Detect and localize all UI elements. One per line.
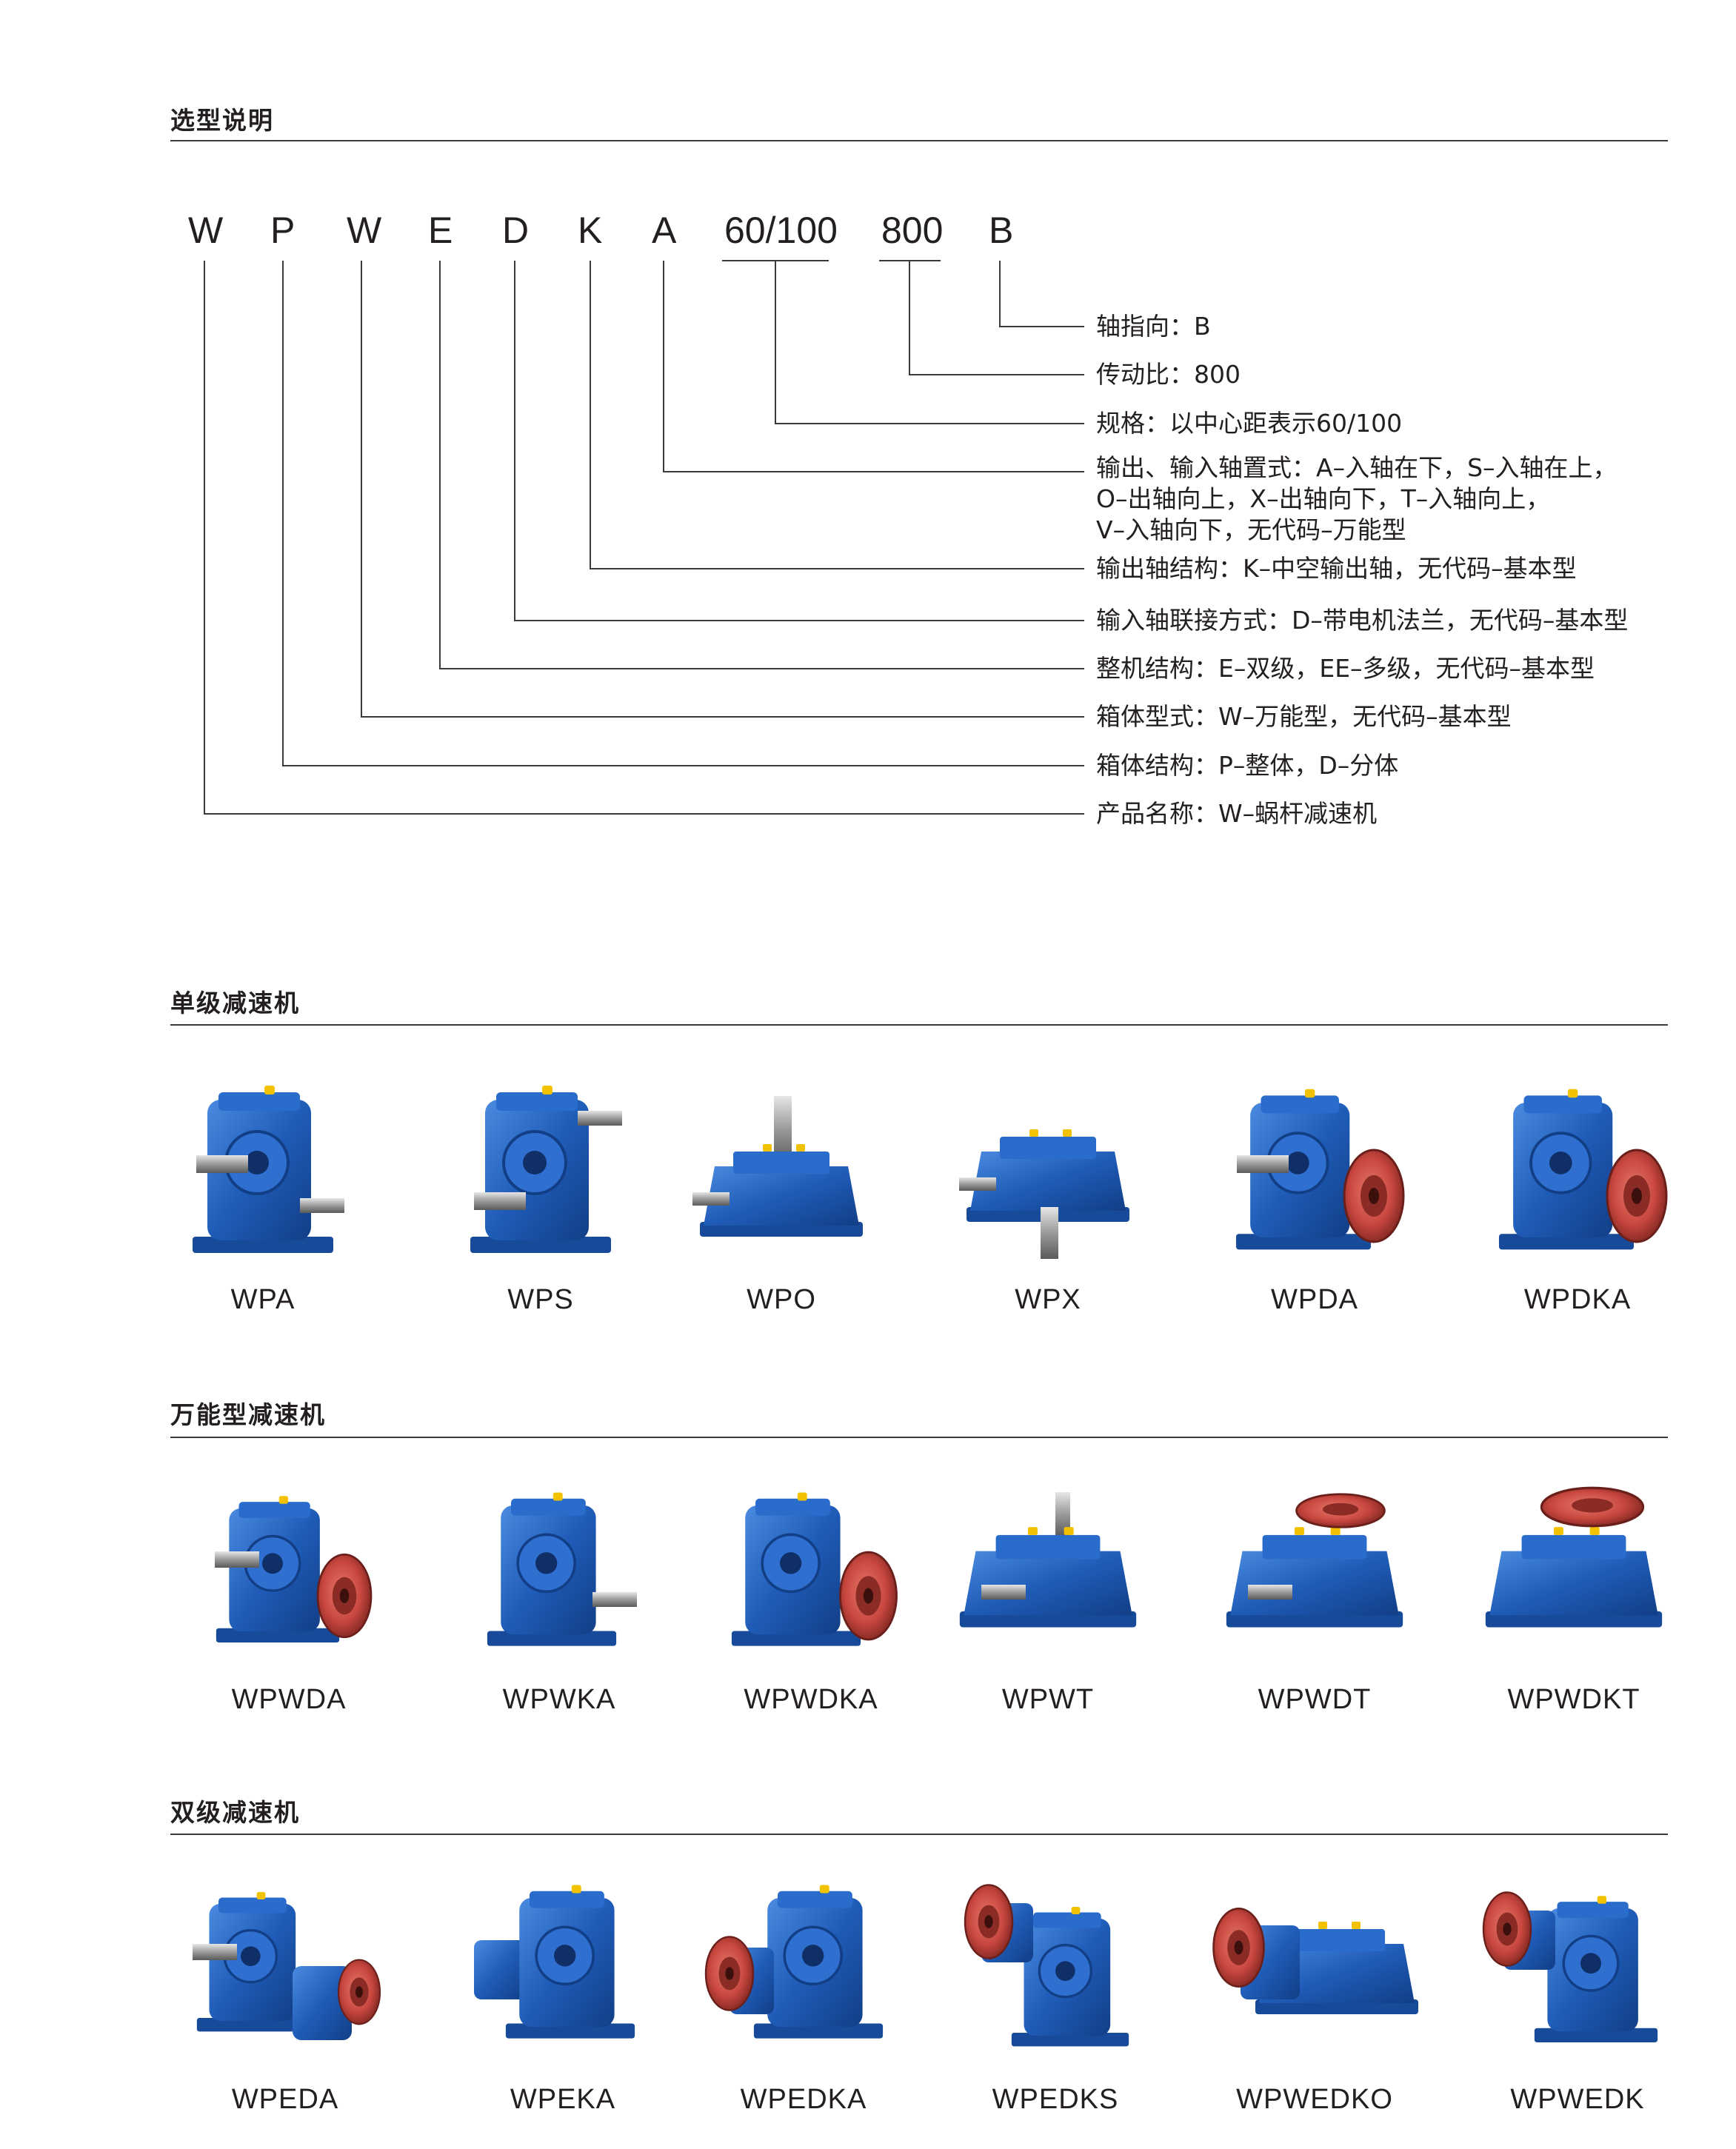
product-label: WPWDKA [744,1684,878,1715]
code-part-k-output-shaft: K [578,210,603,251]
reducer-image [474,1883,637,2040]
product-label: WPWKA [502,1684,616,1715]
reducer-image [485,1491,637,1648]
reducer-image [1234,1087,1405,1251]
reducer-image [193,1891,381,2040]
leader-shaft-direction [999,261,1084,327]
reducer-image [469,1084,622,1254]
desc-input-coupling: 输入轴联接方式：D–带电机法兰，无代码–基本型 [1096,606,1629,635]
product-label: WPEDKA [740,2084,867,2115]
product-label: WPWEDKO [1236,2084,1393,2115]
reducer-image [1226,1493,1403,1628]
product-card-wpwedko: WPWEDKO [1203,1866,1426,2116]
code-part-d-input-coupling: D [502,210,530,251]
product-label: WPDKA [1523,1284,1632,1315]
desc-shaft-arrangement-line-2: O–出轴向上，X–出轴向下，T–入轴向上， [1096,484,1551,513]
product-card-wpwedk: WPWEDK [1466,1866,1689,2116]
reducer-image [1482,1891,1660,2044]
desc-housing-type: 箱体型式：W–万能型，无代码–基本型 [1096,702,1512,731]
product-card-wpo: WPO [670,1066,892,1316]
code-part-e-machine-structure: E [428,210,453,251]
product-card-wpwdka: WPWDKA [700,1474,922,1716]
product-card-wpedks: WPEDKS [944,1866,1166,2116]
leader-size [775,261,1084,424]
product-card-wpwka: WPWKA [448,1474,670,1716]
code-part-ratio: 800 [881,210,944,251]
leader-housing-type [361,261,1084,718]
product-card-wpx: WPX [937,1066,1159,1316]
product-card-wpedka: WPEDKA [692,1866,915,2116]
leader-product-name [204,261,1084,815]
desc-shaft-arrangement-line-1: 输出、输入轴置式：A–入轴在下，S–入轴在上， [1096,453,1618,482]
product-card-wpwdkt: WPWDKT [1463,1474,1685,1716]
reducer-image [959,1492,1137,1628]
desc-housing-structure: 箱体结构：P–整体，D–分体 [1096,751,1399,780]
product-label: WPEDA [231,2084,339,2115]
desc-machine-structure: 整机结构：E–双级，EE–多级，无代码–基本型 [1096,654,1595,683]
product-card-wpwdt: WPWDT [1203,1474,1426,1716]
leader-housing-structure [282,261,1084,766]
product-card-wps: WPS [430,1066,652,1316]
section-divider [170,140,1668,141]
leader-output-shaft [590,261,1084,569]
reducer-image [214,1494,373,1644]
product-card-wpwt: WPWT [937,1474,1159,1716]
code-part-shaft-direction: B [989,210,1014,251]
desc-shaft-arrangement-line-3: V–入轴向下，无代码–万能型 [1096,515,1406,544]
code-part-w-housing-type: W [347,210,382,251]
reducer-image [964,1884,1130,2048]
product-label: WPWEDK [1510,2084,1645,2115]
product-label: WPWDT [1258,1684,1372,1715]
code-part-p-housing-structure: P [270,210,296,251]
section-divider [170,1834,1668,1835]
leader-lines [204,260,1084,815]
desc-size: 规格：以中心距表示60/100 [1096,409,1403,438]
product-label: WPO [747,1284,816,1315]
product-card-wpwda: WPWDA [178,1474,400,1716]
reducer-image [730,1491,898,1648]
section-divider [170,1024,1668,1026]
section-title-universal: 万能型减速机 [170,1400,326,1429]
product-card-wpeda: WPEDA [174,1866,396,2116]
reducer-image [959,1129,1129,1259]
product-card-wpdka: WPDKA [1466,1066,1689,1316]
code-part-size: 60/100 [724,210,838,251]
product-label: WPEDKS [992,2084,1119,2115]
desc-output-shaft: 输出轴结构：K–中空输出轴，无代码–基本型 [1096,554,1577,583]
product-label: WPWT [1001,1684,1095,1715]
leader-input-coupling [514,261,1084,621]
product-label: WPA [230,1284,296,1315]
section-divider [170,1437,1668,1438]
desc-shaft-direction: 轴指向：B [1096,312,1211,341]
reducer-image [1497,1087,1668,1251]
product-label: WPDA [1271,1284,1358,1315]
leader-machine-structure [439,261,1084,669]
product-label: WPEKA [510,2084,616,2115]
product-label: WPX [1015,1284,1081,1315]
reducer-image [704,1883,885,2040]
section-title-double-stage: 双级减速机 [170,1798,300,1827]
product-card-wpeka: WPEKA [452,1866,674,2116]
leader-ratio [909,261,1084,375]
section-title-selection: 选型说明 [170,106,274,135]
desc-shaft-arrangement: 输出、输入轴置式：A–入轴在下，S–入轴在上， O–出轴向上，X–出轴向下，T–… [1096,452,1618,546]
product-label: WPWDKT [1507,1684,1640,1715]
product-label: WPS [507,1284,574,1315]
code-part-w-product: W [188,210,224,251]
product-card-wpda: WPDA [1203,1066,1426,1316]
reducer-image [1485,1486,1663,1628]
reducer-image [1212,1907,1418,2014]
product-label: WPWDA [231,1684,347,1715]
reducer-image [191,1084,344,1254]
section-title-single-stage: 单级减速机 [170,989,300,1017]
reducer-image [692,1096,863,1237]
leader-shaft-arrangement [663,261,1084,472]
desc-product-name: 产品名称：W–蜗杆减速机 [1096,799,1378,828]
code-part-a-shaft-arrangement: A [652,210,677,251]
product-card-wpa: WPA [152,1066,374,1316]
desc-ratio: 传动比：800 [1096,360,1241,389]
